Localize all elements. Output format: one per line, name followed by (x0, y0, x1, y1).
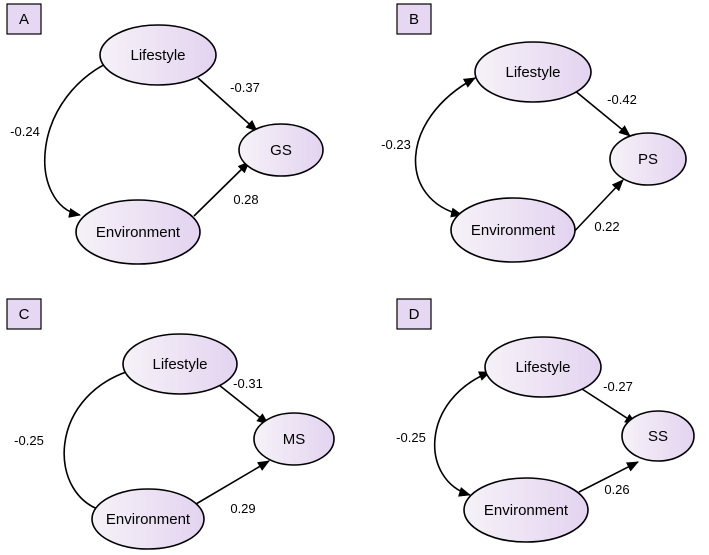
outcome-node: GS (238, 123, 324, 177)
lifestyle-node-label: Lifestyle (515, 359, 570, 376)
panel-label: C (19, 306, 30, 323)
outcome-node-ellipse (609, 132, 687, 186)
lifestyle-node-ellipse (474, 41, 592, 103)
lifestyle-to-outcome-arrow (218, 384, 269, 425)
environment-path-coefficient: 0.29 (230, 501, 255, 516)
panel-label-box (396, 3, 432, 35)
environment-path-coefficient: 0.28 (233, 192, 258, 207)
lifestyle-node-ellipse (484, 336, 602, 398)
environment-node-label: Environment (96, 224, 181, 241)
outcome-node: SS (621, 410, 695, 462)
environment-node-label: Environment (484, 502, 569, 519)
lifestyle-node: Lifestyle (99, 24, 217, 86)
environment-node-ellipse (463, 477, 589, 543)
environment-node-label: Environment (471, 222, 556, 239)
panel-label-box (6, 3, 42, 35)
outcome-node: PS (609, 132, 687, 186)
environment-to-outcome-arrow (568, 179, 624, 238)
environment-node: Environment (463, 477, 589, 543)
environment-path-coefficient: 0.22 (594, 219, 619, 234)
outcome-node-label: MS (283, 431, 306, 448)
panel-label: B (409, 11, 419, 28)
correlation-arrow (414, 77, 476, 218)
outcome-node-label: SS (648, 428, 668, 445)
lifestyle-node-ellipse (122, 333, 238, 395)
environment-node: Environment (450, 197, 576, 263)
lifestyle-node-label: Lifestyle (130, 47, 185, 64)
outcome-node: MS (253, 412, 335, 466)
outcome-node-label: PS (638, 151, 658, 168)
environment-path-coefficient: 0.26 (604, 482, 629, 497)
correlation-coefficient: -0.25 (396, 430, 426, 445)
lifestyle-path-coefficient: -0.42 (607, 92, 637, 107)
lifestyle-node: Lifestyle (122, 333, 238, 395)
correlation-coefficient: -0.23 (381, 137, 411, 152)
environment-to-outcome-arrow (195, 460, 270, 505)
outcome-node-ellipse (621, 410, 695, 462)
lifestyle-path-coefficient: -0.31 (233, 376, 263, 391)
environment-to-outcome-arrow (578, 461, 639, 493)
lifestyle-node-ellipse (99, 24, 217, 86)
correlation-coefficient: -0.25 (14, 433, 44, 448)
lifestyle-node: Lifestyle (474, 41, 592, 103)
outcome-node-ellipse (238, 123, 324, 177)
panel-label: A (19, 11, 29, 28)
correlation-coefficient: -0.24 (10, 124, 40, 139)
lifestyle-to-outcome-arrow (581, 388, 637, 425)
lifestyle-path-coefficient: -0.27 (603, 379, 633, 394)
environment-node-ellipse (75, 199, 201, 265)
outcome-node-label: GS (270, 142, 292, 159)
panel-label-box (6, 298, 42, 330)
environment-to-outcome-arrow (193, 161, 250, 217)
environment-node: Environment (75, 199, 201, 265)
lifestyle-node: Lifestyle (484, 336, 602, 398)
correlation-arrow (44, 57, 119, 218)
environment-node-ellipse (450, 197, 576, 263)
correlation-arrow (63, 365, 141, 515)
lifestyle-node-label: Lifestyle (505, 64, 560, 81)
lifestyle-path-coefficient: -0.37 (230, 80, 260, 95)
lifestyle-to-outcome-arrow (197, 77, 258, 132)
panel-label: D (409, 306, 420, 323)
lifestyle-to-outcome-arrow (573, 89, 631, 137)
correlation-arrow (433, 371, 491, 497)
lifestyle-node-label: Lifestyle (152, 356, 207, 373)
environment-node-ellipse (91, 488, 205, 550)
panel-label-box (396, 298, 432, 330)
outcome-node-ellipse (253, 412, 335, 466)
environment-node: Environment (91, 488, 205, 550)
environment-node-label: Environment (106, 511, 191, 528)
